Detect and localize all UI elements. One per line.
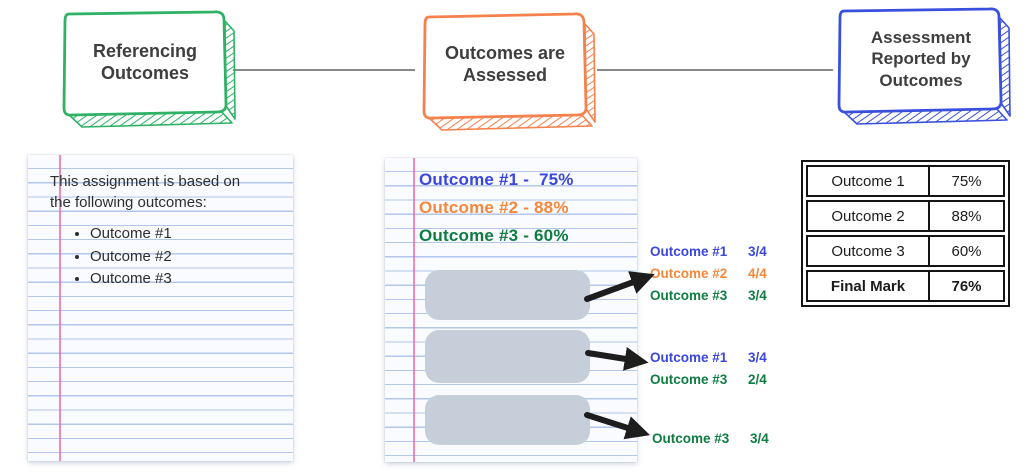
bullet-outcome-3: Outcome #3 xyxy=(90,268,172,291)
table-label-cell: Outcome 2 xyxy=(808,202,930,230)
score-row: Outcome #3 2/4 xyxy=(650,369,767,391)
table-value-cell: 60% xyxy=(951,242,982,260)
flow-node-referencing-outcomes: Referencing Outcomes xyxy=(52,5,252,137)
flow-node-outcomes-assessed: Outcomes are Assessed xyxy=(412,6,612,140)
table-label-cell: Outcome 1 xyxy=(808,167,930,195)
note-paper-assessment: Outcome #1 - 75% Outcome #2 - 88% Outcom… xyxy=(385,158,637,462)
table-row: Outcome 3 60% xyxy=(806,235,1005,267)
score-value: 4/4 xyxy=(748,266,767,281)
table-value-cell: 76% xyxy=(951,277,982,295)
score-name: Outcome #3 xyxy=(650,288,728,303)
score-group-2: Outcome #1 3/4 Outcome #3 2/4 xyxy=(650,347,767,391)
score-name: Outcome #1 xyxy=(650,350,728,365)
score-row: Outcome #2 4/4 xyxy=(650,263,767,285)
table-label-cell: Final Mark xyxy=(808,272,930,300)
connector-line-2 xyxy=(597,69,833,71)
bullet-outcome-2: Outcome #2 xyxy=(90,246,172,269)
connector-line-1 xyxy=(233,69,415,71)
table-row: Outcome 2 88% xyxy=(806,200,1005,232)
outcome-bullet-list: Outcome #1 Outcome #2 Outcome #3 xyxy=(72,223,172,291)
results-table: Outcome 1 75% Outcome 2 88% Outcome 3 60… xyxy=(801,160,1010,307)
score-group-3: Outcome #3 3/4 xyxy=(652,428,769,450)
heading-outcome-2-percent: Outcome #2 - 88% xyxy=(419,198,569,217)
score-value: 3/4 xyxy=(748,288,767,303)
score-name: Outcome #3 xyxy=(650,372,728,387)
score-value: 3/4 xyxy=(750,431,769,446)
score-value: 2/4 xyxy=(748,372,767,387)
question-block-2 xyxy=(425,330,590,383)
node-label-outcomes-assessed: Outcomes are Assessed xyxy=(444,42,566,86)
score-row: Outcome #3 3/4 xyxy=(652,428,769,450)
score-value: 3/4 xyxy=(748,244,767,259)
table-value-cell: 88% xyxy=(951,207,982,225)
sketch-box-green-icon xyxy=(62,10,236,128)
table-row: Outcome 1 75% xyxy=(806,165,1005,197)
score-name: Outcome #1 xyxy=(650,244,728,259)
question-block-3 xyxy=(425,395,590,445)
heading-outcome-1-percent: Outcome #1 - 75% xyxy=(419,170,574,189)
score-name: Outcome #2 xyxy=(650,266,728,281)
sketch-box-blue-icon xyxy=(837,7,1011,125)
table-value-cell: 75% xyxy=(951,172,982,190)
score-row: Outcome #1 3/4 xyxy=(650,347,767,369)
table-label-cell: Outcome 3 xyxy=(808,237,930,265)
note-paper-assignment: This assignment is based on the followin… xyxy=(28,155,293,461)
score-value: 3/4 xyxy=(748,350,767,365)
sketch-box-orange-icon xyxy=(422,12,596,131)
score-row: Outcome #3 3/4 xyxy=(650,285,767,307)
score-name: Outcome #3 xyxy=(652,431,730,446)
question-block-1 xyxy=(425,270,590,320)
assignment-intro-text: This assignment is based on the followin… xyxy=(50,173,241,211)
score-row: Outcome #1 3/4 xyxy=(650,241,767,263)
heading-outcome-3-percent: Outcome #3 - 60% xyxy=(419,226,569,245)
bullet-outcome-1: Outcome #1 xyxy=(90,223,172,246)
node-label-referencing-outcomes: Referencing Outcomes xyxy=(92,40,198,84)
node-label-assessment-reported: Assessment Reported by Outcomes xyxy=(870,28,972,90)
table-row-final-mark: Final Mark 76% xyxy=(806,270,1005,302)
score-group-1: Outcome #1 3/4 Outcome #2 4/4 Outcome #3… xyxy=(650,241,767,307)
flow-node-assessment-reported: Assessment Reported by Outcomes xyxy=(828,2,1024,134)
